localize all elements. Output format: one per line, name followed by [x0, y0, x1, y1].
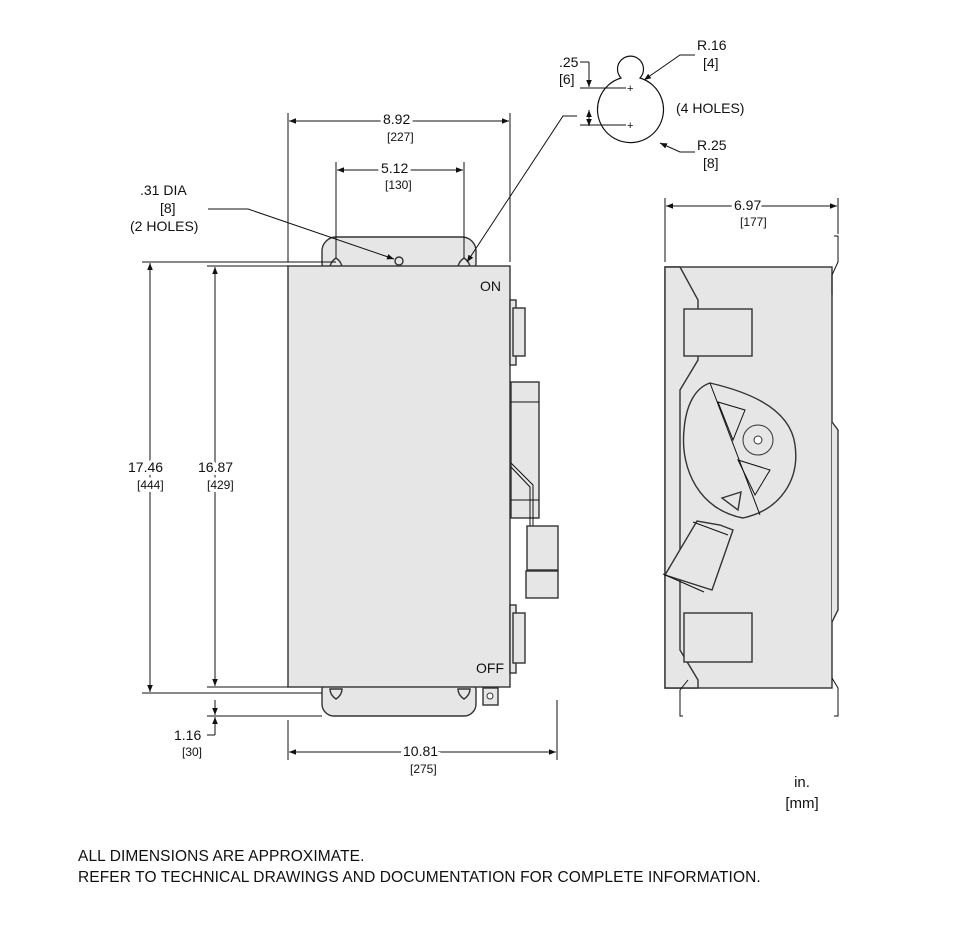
- dim-bottom-offset-mm: [30]: [182, 745, 202, 759]
- operating-handle: [682, 382, 797, 519]
- keyhole-offset-in: .25: [559, 54, 579, 70]
- units-inches: in.: [794, 774, 810, 791]
- dim-depth-in: 6.97: [734, 197, 761, 213]
- note-approximate: ALL DIMENSIONS ARE APPROXIMATE.: [78, 848, 365, 865]
- front-dimensions: 8.92 [227] 5.12 [130] 17.46 [444] 16.87 …: [125, 108, 577, 776]
- enclosure-body: [287, 265, 511, 688]
- keyhole-detail: + + .25 [6] R.16 [4] (4 HOLES) R.25 [8]: [559, 37, 744, 171]
- dim-height-mm: [444]: [137, 478, 164, 492]
- note-refer: REFER TO TECHNICAL DRAWINGS AND DOCUMENT…: [78, 869, 761, 886]
- dim-height-in: 17.46: [128, 459, 163, 475]
- keyhole-offset-mm: [6]: [559, 71, 575, 87]
- mount-bracket-bottom: [683, 612, 753, 663]
- units-mm: [mm]: [785, 795, 819, 812]
- cover-edge: [831, 421, 839, 623]
- on-label: ON: [480, 278, 501, 294]
- dim-width-handle-in: 10.81: [403, 743, 438, 759]
- hole-count: (2 HOLES): [130, 218, 198, 234]
- dim-body-height-mm: [429]: [207, 478, 234, 492]
- keyhole-r-small-mm: [4]: [703, 55, 719, 71]
- keyhole-icon: [329, 688, 343, 700]
- off-label: OFF: [476, 660, 504, 676]
- handle-grip: [526, 525, 559, 571]
- svg-text:+: +: [627, 120, 633, 132]
- front-view: ON OFF: [287, 236, 559, 717]
- mounting-hole-icon: [394, 256, 404, 266]
- keyhole-r-large: R.25: [697, 137, 727, 153]
- hole-dia-label: .31 DIA: [140, 182, 187, 198]
- dim-body-height-in: 16.87: [198, 459, 233, 475]
- dim-depth-mm: [177]: [740, 215, 767, 229]
- dim-hole-spacing-mm: [130]: [385, 178, 412, 192]
- dim-bottom-offset-in: 1.16: [174, 727, 201, 743]
- dim-width-in: 8.92: [383, 111, 410, 127]
- keyhole-icon: [457, 688, 471, 700]
- keyhole-r-large-mm: [8]: [703, 155, 719, 171]
- keyhole-count: (4 HOLES): [676, 100, 744, 116]
- keyhole-r-small: R.16: [697, 37, 727, 53]
- mount-bracket-top: [683, 308, 753, 357]
- handle-lever: [663, 520, 734, 591]
- hole-dia-mm: [8]: [160, 200, 176, 216]
- side-view: 6.97 [177]: [662, 194, 839, 717]
- dim-width-handle-mm: [275]: [410, 762, 437, 776]
- dim-hole-spacing-in: 5.12: [381, 160, 408, 176]
- svg-text:+: +: [627, 83, 633, 95]
- handle-housing: [510, 381, 540, 519]
- dim-width-mm: [227]: [387, 130, 414, 144]
